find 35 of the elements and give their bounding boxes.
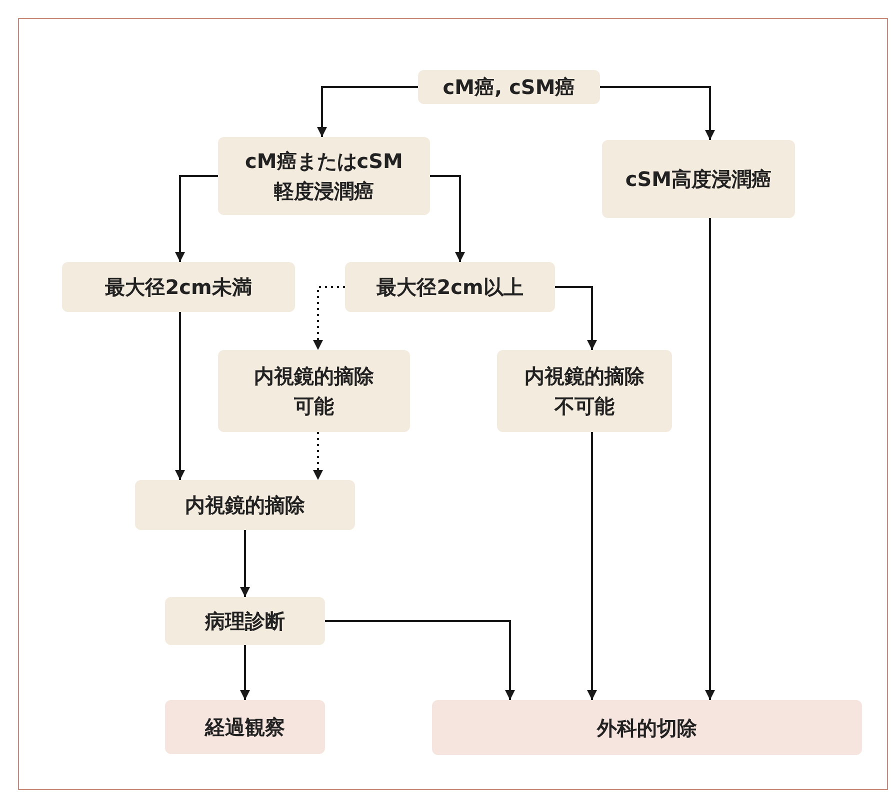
arrow	[600, 86, 715, 140]
step-box	[418, 70, 600, 104]
step-text: cM癌またはcSM軽度浸潤癌	[244, 148, 404, 205]
arrow	[705, 218, 715, 700]
step-box	[135, 480, 355, 530]
step-box	[165, 597, 325, 645]
step-text: 内視鏡的摘除	[185, 492, 305, 519]
arrow	[430, 175, 465, 262]
arrow	[317, 86, 418, 137]
arrow	[240, 645, 250, 700]
arrow	[175, 175, 218, 262]
step-box	[165, 700, 325, 754]
step-box	[62, 262, 295, 312]
step-box	[345, 262, 555, 312]
step-text: 内視鏡的摘除不可能	[524, 363, 646, 420]
step-text: 最大径2cm以上	[376, 274, 524, 301]
step-text: cM癌, cSM癌	[442, 74, 576, 101]
step-box	[218, 137, 430, 215]
step-text: 外科的切除	[597, 714, 697, 742]
arrow	[325, 620, 515, 700]
step-box	[432, 700, 862, 755]
step-text: 最大径2cm未満	[105, 274, 252, 301]
arrow	[240, 530, 250, 597]
dotted-arrow	[313, 286, 345, 350]
step-text: 病理診断	[205, 608, 285, 635]
step-text: 経過観察	[205, 714, 285, 741]
dotted-arrow	[313, 432, 323, 480]
arrow	[175, 312, 185, 480]
step-box	[497, 350, 672, 432]
step-box	[602, 140, 795, 218]
arrow	[587, 432, 597, 700]
step-text: 内視鏡的摘除可能	[253, 363, 375, 420]
arrow	[555, 286, 597, 350]
step-text: cSM高度浸潤癌	[625, 166, 772, 193]
step-box	[218, 350, 410, 432]
